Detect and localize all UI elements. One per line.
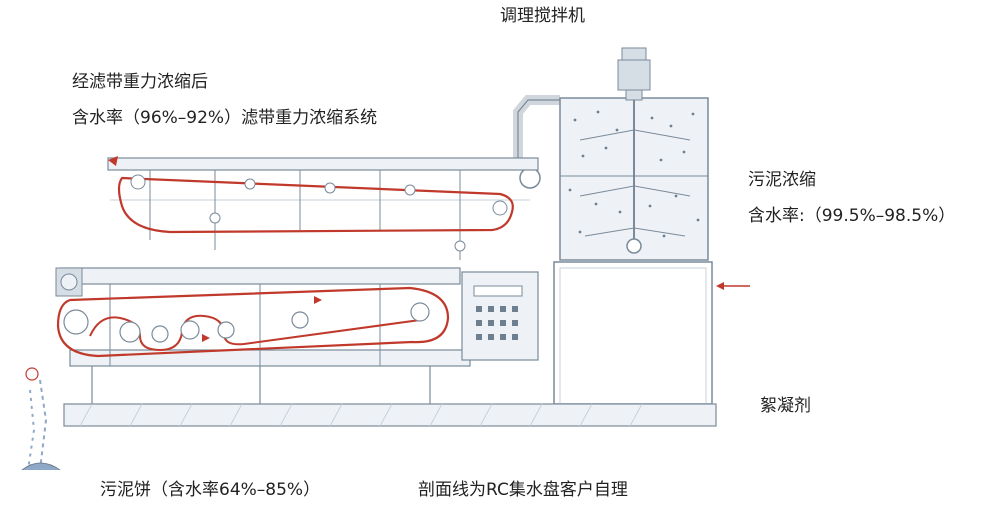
cake-discharge — [21, 367, 61, 471]
mixer-label: 调理搅拌机 — [500, 6, 585, 26]
main-press-frame — [59, 267, 471, 367]
press-belt — [56, 286, 450, 358]
gravity-thickening-label-line1: 经滤带重力浓缩后 — [72, 72, 208, 92]
flocculant-arrow-icon — [716, 282, 750, 290]
sludge-thickening-label: 污泥浓缩 — [748, 170, 816, 190]
sludge-thickening-water-label: 含水率:（99.5%–98.5%） — [748, 206, 956, 226]
upper-gravity-frame — [107, 157, 539, 260]
tank-dots — [568, 110, 700, 238]
upper-rollers — [130, 174, 508, 216]
mixer-tank — [559, 97, 709, 261]
flocculant-label: 絮凝剂 — [760, 396, 811, 416]
press-rollers — [63, 302, 430, 343]
hatch-note-label: 剖面线为RC集水盘客户自理 — [418, 480, 628, 500]
sludge-cake-label: 污泥饼（含水率64%–85%） — [100, 480, 321, 500]
gravity-thickening-label-line2: 含水率（96%–92%）滤带重力浓缩系统 — [72, 108, 378, 128]
flow-arrows — [108, 156, 322, 342]
machine-legs — [91, 366, 431, 404]
upper-belt — [117, 176, 514, 234]
tank-stand — [553, 261, 713, 405]
mixer-motor-icon — [617, 47, 651, 101]
base-platform — [63, 403, 717, 427]
base-hatching — [79, 403, 643, 427]
drive-motor-icon — [55, 267, 83, 297]
control-cabinet — [461, 271, 539, 361]
feed-duct — [513, 95, 560, 189]
